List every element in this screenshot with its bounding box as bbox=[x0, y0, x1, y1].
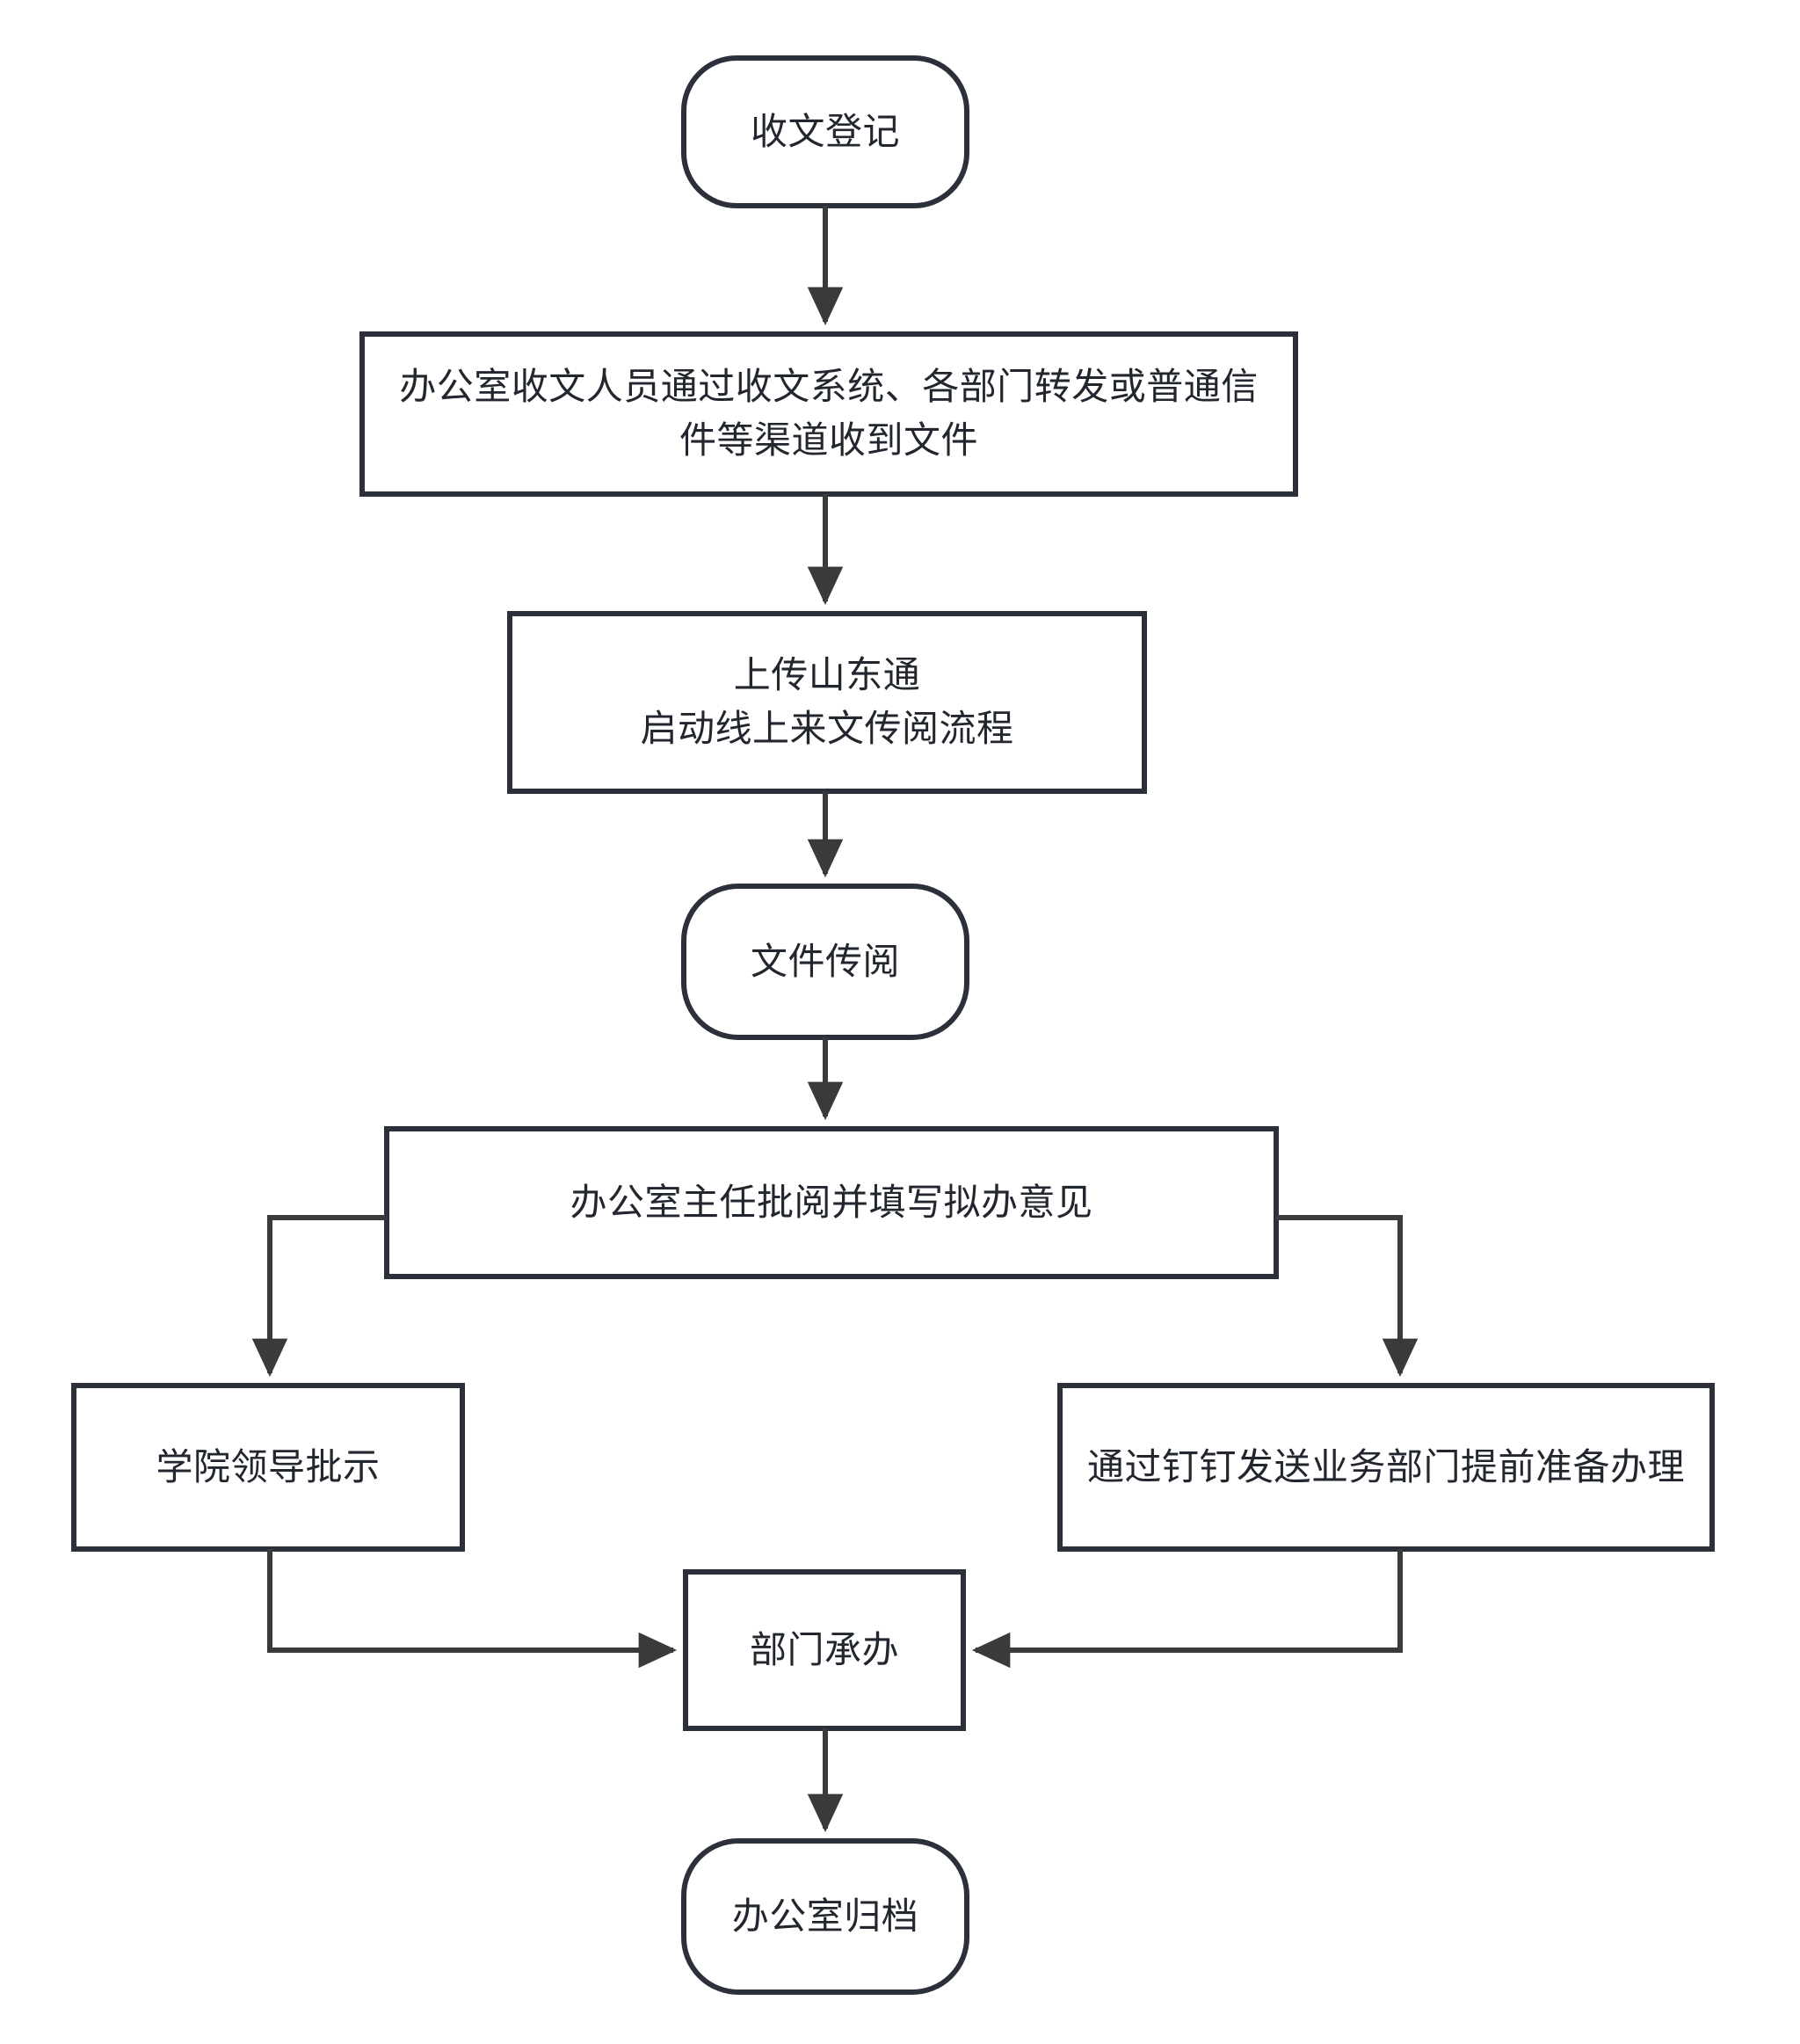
node-收文登记[interactable] bbox=[684, 58, 967, 206]
node-shape-n3[interactable] bbox=[507, 611, 1147, 794]
node-shapes bbox=[71, 55, 1715, 1995]
node-通过钉钉发送业务部门[interactable] bbox=[1060, 1386, 1712, 1549]
edge-n5-n7 bbox=[1276, 1215, 1419, 1378]
node-shape-n7[interactable] bbox=[1057, 1383, 1715, 1552]
edge-n6-n8 bbox=[267, 1549, 678, 1669]
node-上传山东通[interactable] bbox=[510, 614, 1144, 791]
node-办公室收文人员收到文件[interactable] bbox=[362, 334, 1296, 494]
node-办公室主任批阅[interactable] bbox=[387, 1129, 1276, 1277]
node-shape-n6[interactable] bbox=[71, 1383, 465, 1552]
node-shape-n2[interactable] bbox=[359, 331, 1298, 497]
node-shape-n9[interactable] bbox=[681, 1838, 969, 1995]
node-文件传阅[interactable] bbox=[684, 886, 967, 1037]
node-shape-n8[interactable] bbox=[683, 1569, 966, 1731]
edge-connectors bbox=[251, 206, 1419, 1833]
edge-n7-n8 bbox=[971, 1549, 1403, 1669]
node-学院领导批示[interactable] bbox=[74, 1386, 462, 1549]
node-shape-n5[interactable] bbox=[384, 1126, 1279, 1279]
edge-n5-n6 bbox=[251, 1215, 387, 1378]
node-部门承办[interactable] bbox=[686, 1572, 963, 1728]
node-办公室归档[interactable] bbox=[684, 1841, 967, 1992]
